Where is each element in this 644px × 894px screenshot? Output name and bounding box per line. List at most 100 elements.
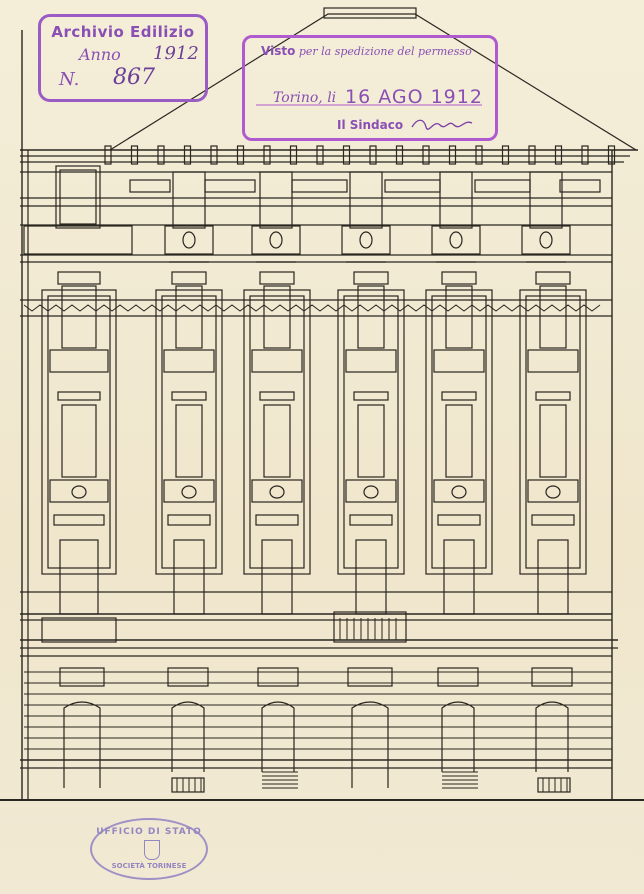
middle-window: [61, 404, 97, 478]
lower-window: [355, 539, 387, 615]
archive-stamp-title: Archivio Edilizio: [51, 23, 195, 41]
upper-window: [539, 285, 567, 349]
middle-window: [539, 404, 567, 478]
cornice-bracket: [289, 145, 298, 165]
balcony-rail: [251, 479, 303, 503]
window-pilaster-frame: [525, 295, 581, 569]
window-sill: [437, 514, 481, 526]
lower-window: [261, 539, 293, 615]
window-pilaster-frame: [343, 295, 399, 569]
balcony-medallion: [545, 485, 561, 499]
ground-opening: [441, 701, 475, 772]
balcony-medallion: [449, 231, 463, 249]
balcony-medallion: [269, 231, 283, 249]
cornice-bracket: [475, 145, 483, 165]
window-cap: [441, 271, 477, 285]
approval-stamp-signatory: Il Sindaco: [337, 118, 404, 132]
window-pilaster-frame: [249, 295, 305, 569]
frieze-ornament-panel: [291, 179, 348, 193]
upper-window: [445, 285, 473, 349]
roof-ridge-ornament: [323, 7, 417, 19]
cornice-bracket: [528, 145, 536, 165]
upper-window: [61, 285, 97, 349]
frieze-ornament-panel: [559, 179, 601, 193]
attic-window: [172, 171, 206, 229]
ground-opening: [63, 701, 101, 788]
window-pilaster-frame: [47, 295, 111, 569]
lower-window: [173, 539, 205, 615]
balcony-medallion: [363, 485, 379, 499]
window-pilaster-frame: [519, 289, 587, 575]
upper-window: [175, 285, 203, 349]
lintel-block: [59, 667, 105, 687]
cornice-bracket: [263, 145, 271, 165]
lower-window: [537, 539, 569, 615]
frieze-ornament-panel: [384, 179, 441, 193]
archive-stamp-number-label: N.: [59, 69, 80, 90]
window-cap: [171, 271, 207, 285]
balcony-medallion: [539, 231, 553, 249]
lower-window: [443, 539, 475, 615]
ground-opening: [351, 701, 389, 788]
cornice-bracket: [210, 145, 218, 165]
lintel-block: [167, 667, 209, 687]
window-pilaster-frame: [431, 295, 487, 569]
cornice-bracket: [369, 145, 377, 165]
window-pilaster-frame: [155, 289, 223, 575]
lower-window: [59, 539, 99, 615]
small-balcony: [164, 225, 214, 255]
balcony-medallion: [71, 485, 87, 499]
approval-stamp-heading-bold: Visto: [261, 44, 296, 58]
cornice-bracket: [104, 145, 112, 165]
cornice-bracket: [554, 145, 563, 165]
cornice-bracket: [316, 145, 324, 165]
attic-window: [59, 169, 97, 225]
cellar-grate: [171, 777, 205, 793]
middle-window: [175, 404, 203, 478]
cornice-bracket: [183, 145, 192, 165]
small-balcony: [521, 225, 571, 255]
attic-window: [55, 165, 101, 229]
window-cap: [353, 271, 389, 285]
window-pilaster-frame: [337, 289, 405, 575]
ornament-panel: [527, 349, 579, 373]
ground-opening: [261, 701, 295, 772]
approval-stamp-date: 16 AGO 1912: [345, 86, 483, 108]
approval-stamp: Visto per la spedizione del permesso Tor…: [242, 35, 498, 141]
upper-window: [357, 285, 385, 349]
window-pilaster-frame: [161, 295, 217, 569]
window-pilaster-frame: [425, 289, 493, 575]
small-balcony: [431, 225, 481, 255]
ornament-panel: [49, 349, 109, 373]
archive-stamp-year: 1912: [153, 43, 199, 64]
signature-scribble: [256, 104, 482, 130]
archive-stamp-year-label: Anno: [79, 45, 121, 64]
cellar-grate: [537, 777, 571, 793]
ground-opening: [535, 701, 569, 772]
balcony-medallion: [451, 485, 467, 499]
cornice-bracket: [501, 145, 510, 165]
balcony-rail: [433, 479, 485, 503]
ornament-panel: [433, 349, 485, 373]
attic-window: [259, 171, 293, 229]
window-sill: [349, 514, 393, 526]
balcony-medallion: [182, 231, 196, 249]
window-sill: [255, 514, 299, 526]
balcony-medallion: [181, 485, 197, 499]
cornice-bracket: [342, 145, 351, 165]
attic-window: [349, 171, 383, 229]
middle-window: [263, 404, 291, 478]
window-sill: [57, 391, 101, 401]
frieze-ornament-panel: [129, 179, 171, 193]
cornice-bracket: [448, 145, 457, 165]
balcony-rail: [49, 479, 109, 503]
window-sill: [441, 391, 477, 401]
lintel-block: [257, 667, 299, 687]
lintel-block: [347, 667, 393, 687]
window-sill: [259, 391, 295, 401]
small-balcony: [251, 225, 301, 255]
approval-stamp-heading-text: per la spedizione del permesso: [298, 45, 472, 58]
window-sill: [535, 391, 571, 401]
decorative-course: [23, 304, 601, 312]
window-sill: [353, 391, 389, 401]
